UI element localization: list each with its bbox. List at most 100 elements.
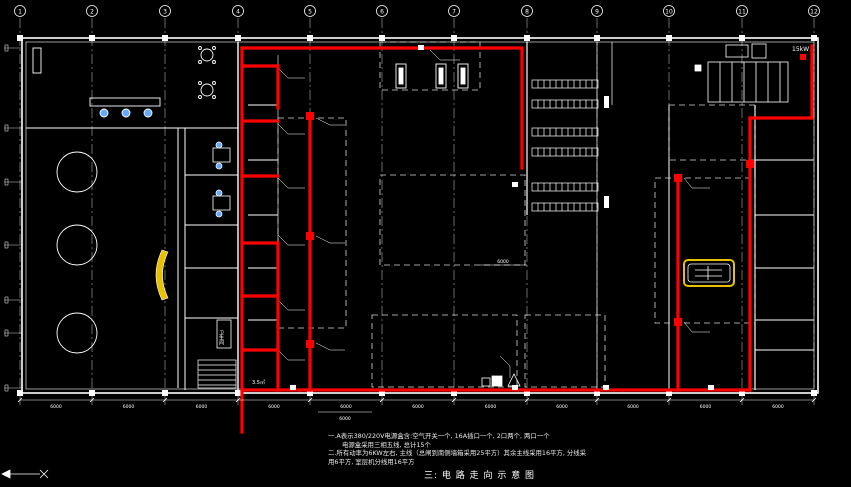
axis-bubble: [304, 5, 316, 17]
south-items: [481, 373, 521, 387]
circuit-ne-feed: [748, 44, 814, 120]
dimension-label: 6000: [50, 404, 62, 410]
dimension-label: 6000: [268, 404, 280, 410]
rack: [531, 127, 599, 137]
chair-dot: [198, 60, 202, 64]
zone-south-east: [524, 314, 606, 388]
axis-tick-mark: [4, 329, 9, 337]
lounge-area: [32, 46, 216, 354]
column: [594, 35, 600, 41]
dimension-tick: [379, 397, 385, 403]
junction-box: [306, 112, 314, 120]
booth-unit-3: [457, 63, 469, 89]
interior-walls: [26, 42, 814, 390]
dimension-tick: [235, 397, 241, 403]
desk-2: [212, 195, 231, 211]
column: [524, 35, 530, 41]
axis-tick-mark: [4, 124, 9, 132]
dimension-tick: [739, 397, 745, 403]
ne-equipment: [694, 43, 806, 103]
column: [307, 35, 313, 41]
dimension-tick: [666, 397, 672, 403]
dimension-label: 6000: [196, 404, 208, 410]
stool-3: [143, 108, 153, 118]
axis-tick-mark: [4, 178, 9, 186]
chair-dot: [212, 95, 216, 99]
axis-bubble: [808, 5, 820, 17]
outlet: [290, 385, 296, 390]
office-cubicles: [212, 141, 232, 349]
axis-label: 12: [810, 9, 818, 16]
axis-tick-mark: [4, 241, 9, 249]
column: [89, 35, 95, 41]
axis-label: 4: [236, 9, 240, 16]
dashed-zones: [277, 41, 756, 388]
booth-unit-3-core: [460, 67, 466, 85]
column: [17, 35, 23, 41]
rack: [531, 99, 599, 109]
column: [162, 390, 168, 396]
power-panel: [800, 54, 806, 60]
axis-bubble: [86, 5, 98, 17]
column: [235, 35, 241, 41]
table-round-2: [200, 83, 214, 97]
axis-label: 9: [595, 9, 599, 16]
table-round-1: [200, 48, 214, 62]
axis-bubble: [521, 5, 533, 17]
rack: [531, 147, 599, 157]
column: [524, 390, 530, 396]
machine-block: [707, 61, 789, 103]
axis-tick-mark: [4, 296, 9, 304]
power-rating-label: 15kW: [792, 46, 809, 53]
booth-unit-1-core: [398, 67, 404, 85]
interior-dimension-label: 6000: [497, 259, 509, 265]
door-leaf: [32, 47, 42, 74]
column: [594, 390, 600, 396]
building-outline: [21, 37, 819, 394]
reception-counter: [89, 97, 161, 107]
chair-dot: [212, 60, 216, 64]
display-circle-3: [56, 312, 98, 354]
restroom-label: 卫生间: [218, 330, 224, 346]
control-box: [751, 43, 767, 59]
chair-dot: [198, 95, 202, 99]
restroom-block: [216, 319, 232, 349]
outlet-markers: [290, 45, 714, 390]
column: [666, 35, 672, 41]
column: [307, 390, 313, 396]
dimension-tick: [89, 397, 95, 403]
column: [235, 390, 241, 396]
dimension-tick: [17, 397, 23, 403]
curved-reception-desk: [155, 249, 169, 301]
axis-bubble: [14, 5, 26, 17]
north-booths: [395, 63, 469, 89]
vehicle-display: [683, 259, 735, 287]
junction-box: [306, 232, 314, 240]
axis-label: 2: [90, 9, 94, 16]
rack: [531, 182, 599, 192]
leader-lines: [277, 49, 710, 378]
note-line-3: 二.所有动率为6KW左右, 主线（总闸到南侧墙箱采用25平方）其余主线采用16平…: [328, 449, 587, 458]
chair-dot: [198, 81, 202, 85]
interior-dimensions: [318, 264, 527, 413]
zone-center: [379, 174, 526, 266]
axis-tick-mark: [4, 44, 9, 52]
note-line-1: 一.A表示380/220V电源盒含:空气开关一个, 16A插口一个, 2口两个,…: [328, 432, 550, 440]
axis-label: 1: [18, 9, 22, 16]
dimension-tick: [307, 397, 313, 403]
chair-2: [215, 162, 223, 170]
junction-box: [674, 318, 682, 326]
structural-columns: [17, 35, 817, 396]
axis-bubble: [591, 5, 603, 17]
booth-unit-1: [395, 63, 407, 89]
chair-1: [215, 141, 223, 149]
outlet: [512, 182, 518, 187]
dimension-tick: [451, 397, 457, 403]
axis-label: 3: [163, 9, 167, 16]
column: [811, 35, 817, 41]
axis-label: 11: [738, 9, 746, 16]
zone-booth-north: [379, 41, 481, 91]
axis-bubble: [232, 5, 244, 17]
